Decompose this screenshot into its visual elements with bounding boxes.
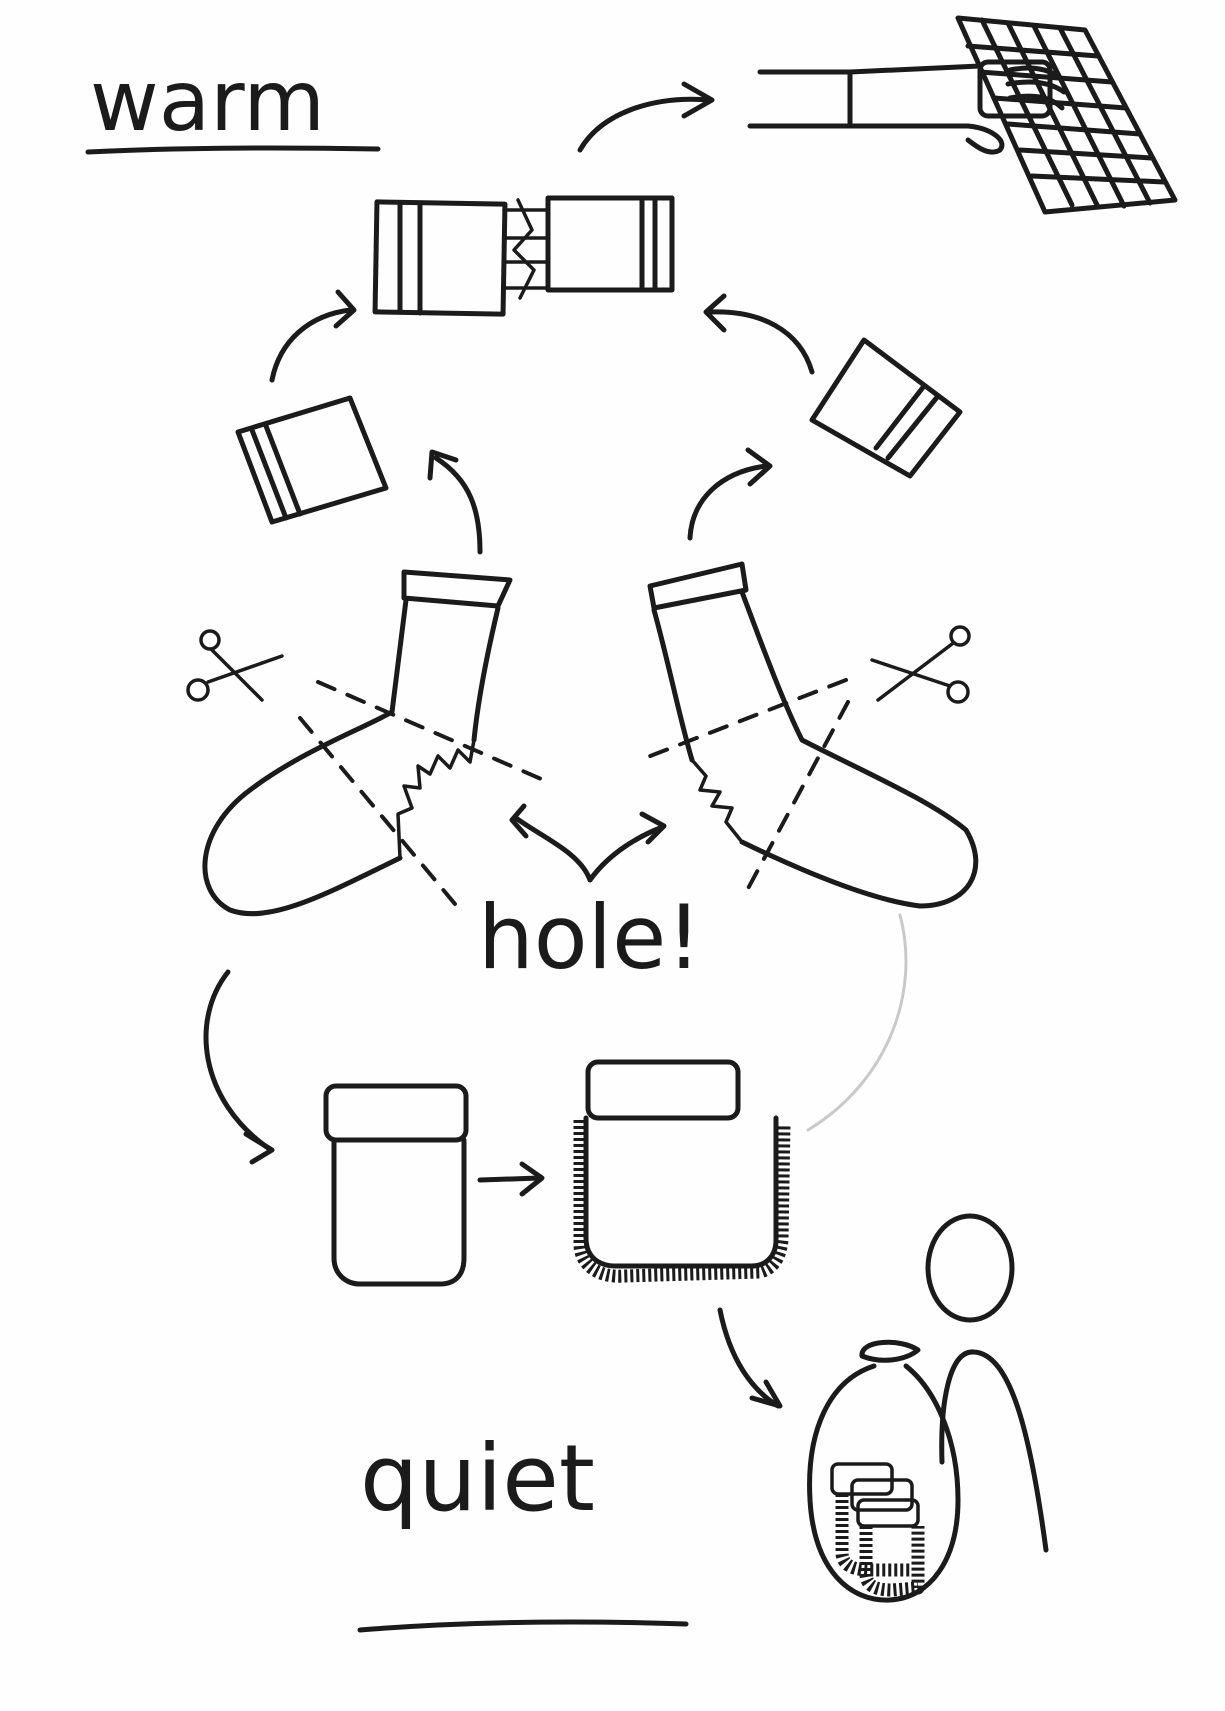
arrowhead-left-piece [427, 449, 459, 481]
arrow-to-jar [203, 969, 271, 1151]
scissors-icon-right [870, 625, 971, 704]
arrow-to-person [717, 1307, 781, 1409]
cut-tube-left [235, 395, 389, 525]
arrow-to-hand [577, 96, 713, 153]
arrowhead-right-piece [745, 447, 773, 487]
person-with-bag [807, 1213, 1049, 1603]
label-warm: warm [90, 52, 325, 150]
arrow-jar-to-fuzzy [477, 1175, 543, 1183]
arrow-left-piece [433, 455, 483, 555]
arrowhead-to-jar [243, 1131, 275, 1165]
faint-arrow-right [806, 913, 908, 1132]
arrowhead-left-up [333, 289, 357, 329]
sewn-sock-tubes [372, 195, 675, 317]
hole-pointer-arrows [509, 803, 667, 883]
fuzzy-jar [573, 1059, 791, 1283]
label-hole: hole! [478, 886, 701, 989]
cut-tube-right [809, 337, 963, 479]
quiet-underline [357, 1619, 689, 1633]
scissors-icon-left [186, 629, 284, 702]
arrowhead-right-up [703, 293, 727, 333]
sock-left [202, 569, 550, 917]
arrowhead-to-hand [681, 81, 715, 119]
label-quiet: quiet [360, 1425, 595, 1532]
sock-right [638, 561, 979, 909]
arrowhead-to-person [749, 1379, 783, 1409]
hand-on-keyboard [747, 15, 1178, 215]
arrowhead-jar-to-fuzzy [519, 1161, 545, 1197]
arrow-left-up [269, 307, 353, 383]
arrow-right-piece [687, 463, 769, 541]
arrow-right-up [707, 309, 815, 375]
warm-underline [85, 145, 381, 155]
jar-with-lid [323, 1083, 469, 1287]
